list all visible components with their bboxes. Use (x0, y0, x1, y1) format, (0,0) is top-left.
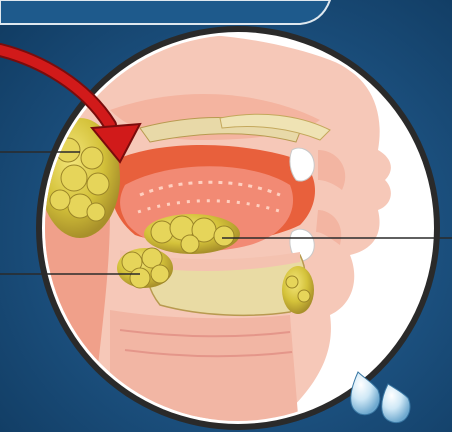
saliva-droplets (351, 372, 410, 423)
title-banner (0, 0, 330, 24)
neck-muscles (110, 310, 300, 432)
sublingual-gland (144, 214, 240, 254)
anatomy-view (30, 20, 450, 432)
minor-gland (282, 266, 314, 314)
submandibular-gland (117, 248, 173, 288)
